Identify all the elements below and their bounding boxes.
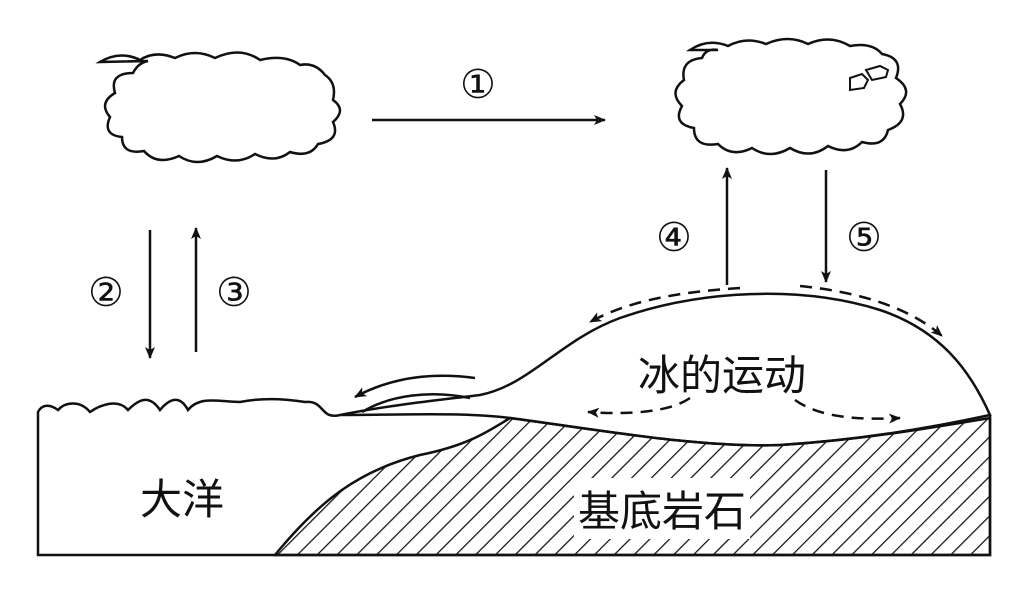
label-bedrock: 基底岩石 bbox=[574, 478, 751, 539]
label-arrow-5: ⑤ bbox=[846, 215, 882, 261]
label-arrow-2: ② bbox=[88, 270, 124, 316]
label-arrow-4: ④ bbox=[656, 215, 692, 261]
ice-motion-arrow bbox=[799, 284, 943, 337]
label-arrow-1: ① bbox=[460, 62, 496, 108]
rock-fragment bbox=[849, 72, 870, 92]
ice-motion-arrow bbox=[587, 396, 691, 418]
label-ice-motion: 冰的运动 bbox=[638, 351, 807, 400]
ocean-box bbox=[36, 397, 992, 557]
label-ocean: 大洋 bbox=[140, 475, 225, 524]
ice-motion-arrow bbox=[794, 398, 901, 424]
rock-fragment bbox=[864, 64, 890, 82]
land-cloud bbox=[674, 37, 908, 156]
ocean-cloud bbox=[95, 51, 342, 164]
ice-flow-line bbox=[354, 374, 476, 399]
label-arrow-3: ③ bbox=[216, 270, 252, 316]
ice-flow-line bbox=[361, 393, 471, 414]
ice-sheet bbox=[339, 292, 992, 447]
ice-motion-arrow bbox=[589, 286, 741, 324]
